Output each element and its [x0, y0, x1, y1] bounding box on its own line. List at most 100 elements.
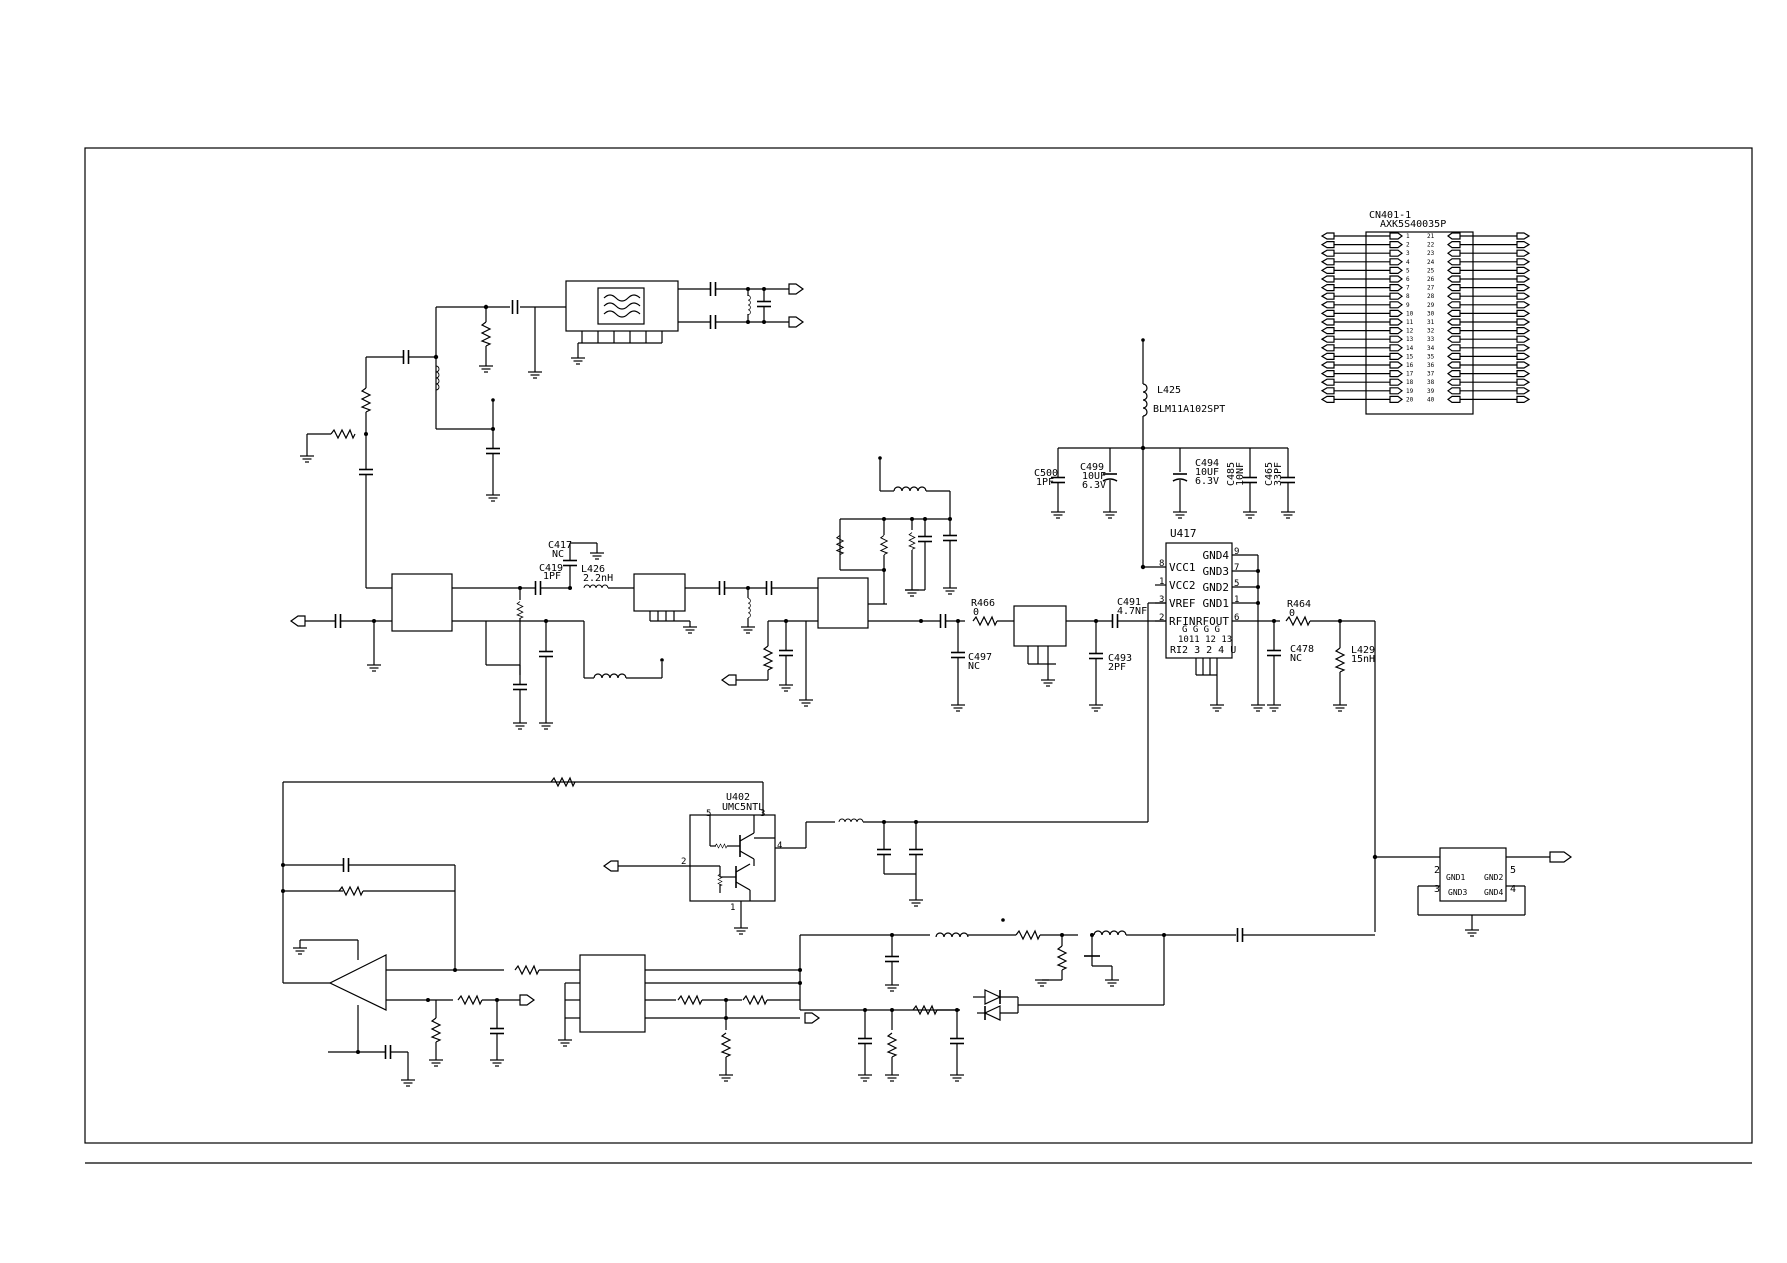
- u417-pin-number: 1: [1234, 595, 1239, 605]
- l425-ref: L425: [1157, 385, 1181, 396]
- supply-rail-l425: L425 BLM11A102SPT C500 1PF C499 10UF 6.3…: [1034, 338, 1296, 519]
- connector-pin-number: 33: [1427, 336, 1435, 343]
- connector-pin-number: 3: [1406, 250, 1410, 257]
- connector-pin-number: 18: [1406, 379, 1414, 386]
- connector-pin-row: 10 30: [1320, 309, 1531, 317]
- connector-pin-number: 10: [1406, 310, 1414, 317]
- u417-pin-name: GND4: [1203, 549, 1230, 562]
- c491-ref: C491: [1117, 597, 1141, 608]
- u417-pin-number: 2: [1159, 613, 1164, 623]
- connector-pin-number: 28: [1427, 293, 1435, 300]
- sheet-border: [84, 147, 1753, 1144]
- u402-pin-4: 4: [777, 841, 782, 851]
- u417-pin-number: 9: [1234, 547, 1239, 557]
- c497-value: NC: [968, 661, 980, 672]
- connector-pin-number: 22: [1427, 242, 1435, 249]
- u417-ref: U417: [1170, 527, 1197, 540]
- l429-ref: L429: [1351, 645, 1375, 656]
- u417-body: [1165, 542, 1233, 659]
- connector-pin-row: 6 26: [1320, 275, 1531, 283]
- c500-value: 1PF: [1036, 477, 1054, 488]
- driver-amp-block: [817, 577, 869, 629]
- coupler-gnd4: GND4: [1484, 888, 1503, 897]
- c497-ref: C497: [968, 652, 992, 663]
- u417-pin-name: RFOUT: [1196, 615, 1229, 628]
- connector-pin-number: 40: [1427, 396, 1435, 403]
- u417-bottom-gnd-labels: G G G G: [1182, 625, 1220, 635]
- connector-pin-number: 4: [1406, 259, 1410, 266]
- c499-value: 10UF: [1082, 471, 1106, 482]
- c494-ref: C494: [1195, 458, 1219, 469]
- l425-value: BLM11A102SPT: [1153, 404, 1225, 415]
- connector-pin-number: 32: [1427, 328, 1435, 335]
- connector-pin-number: 7: [1406, 285, 1410, 292]
- connector-pin-row: 11 31: [1320, 318, 1531, 326]
- connector-pin-number: 12: [1406, 328, 1414, 335]
- connector-outline: [1365, 231, 1474, 415]
- c478-value: NC: [1290, 653, 1302, 664]
- connector-pin-number: 26: [1427, 276, 1435, 283]
- connector-pin-row: 12 32: [1320, 327, 1531, 335]
- connector-pin-number: 11: [1406, 319, 1414, 326]
- u417-pin-name: RFIN: [1169, 615, 1196, 628]
- c493-ref: C493: [1108, 653, 1132, 664]
- u417-bottom-pin-labels: RI2 3 2 4 U: [1170, 645, 1236, 656]
- connector-pin-number: 23: [1427, 250, 1435, 257]
- filter-symbol: [597, 287, 645, 325]
- u417-pin-name: VREF: [1169, 597, 1196, 610]
- u402-bias-transistors: U402 UMC5NTL 5 3 4 2 1: [603, 782, 1148, 935]
- r466-ref: R466: [971, 598, 995, 609]
- u417-pin-number: 1: [1159, 577, 1164, 587]
- connector-pin-row: 3 23: [1320, 249, 1531, 257]
- u417-pin-number: 7: [1234, 563, 1239, 573]
- connector-pin-number: 6: [1406, 276, 1410, 283]
- rf-switch-block: [391, 573, 453, 632]
- u402-ref: U402: [726, 792, 750, 803]
- connector-pin-number: 15: [1406, 353, 1414, 360]
- u417-pin-name: VCC2: [1169, 579, 1196, 592]
- connector-pin-number: 31: [1427, 319, 1435, 326]
- u402-pin-1: 1: [730, 903, 735, 913]
- connector-pin-number: 24: [1427, 259, 1435, 266]
- c494-value: 10UF: [1195, 467, 1219, 478]
- u402-pin-2: 2: [681, 857, 686, 867]
- connector-pin-number: 2: [1406, 242, 1410, 249]
- coupler-pin-5: 5: [1510, 865, 1516, 876]
- connector-pin-number: 17: [1406, 371, 1414, 378]
- c485-value: 10NF: [1235, 462, 1246, 486]
- u417-pin-number: 5: [1234, 579, 1239, 589]
- op-amp-symbol: [328, 954, 387, 1011]
- connector-pin-number: 30: [1427, 310, 1435, 317]
- output-coupler: 2 5 3 4 GND1 GND2 GND3 GND4: [1417, 847, 1572, 937]
- rf-output-path: C478 NC R464 0 L429 15nH: [1232, 599, 1440, 932]
- r464-ref: R464: [1287, 599, 1311, 610]
- connector-pin-number: 27: [1427, 285, 1435, 292]
- c499-ref: C499: [1080, 462, 1104, 473]
- connector-pin-number: 38: [1427, 379, 1435, 386]
- connector-pin-row: 8 28: [1320, 292, 1531, 300]
- coupler-pin-3: 3: [1434, 884, 1440, 895]
- coupler-gnd2: GND2: [1484, 873, 1503, 882]
- c419-value: 1PF: [543, 571, 561, 582]
- connector-pin-row: 9 29: [1320, 301, 1531, 309]
- u402-pin-5: 5: [706, 809, 711, 819]
- coupler-pin-4: 4: [1510, 884, 1516, 895]
- u417-pin-name: GND3: [1203, 565, 1230, 578]
- top-filter-section: [299, 280, 804, 589]
- connector-pin-number: 25: [1427, 267, 1435, 274]
- connector-pin-number: 16: [1406, 362, 1414, 369]
- connector-pin-number: 8: [1406, 293, 1410, 300]
- c419-ref: C419: [539, 563, 563, 574]
- connector-pin-number: 29: [1427, 302, 1435, 309]
- connector-pin-number: 9: [1406, 302, 1410, 309]
- c417-ref: C417: [548, 540, 572, 551]
